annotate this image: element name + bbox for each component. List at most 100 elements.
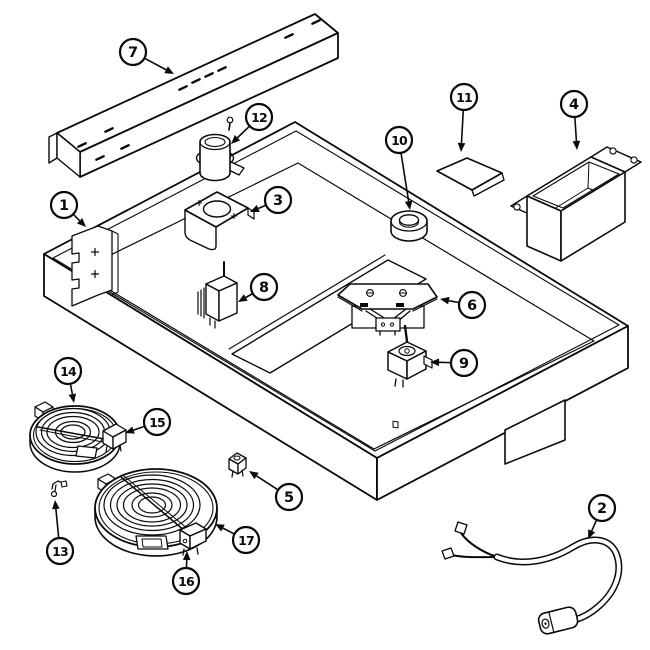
harness-lead — [460, 532, 498, 558]
bracket-screw — [195, 199, 203, 207]
callout-10-grommet: 10 — [384, 125, 414, 210]
callout-number: 8 — [259, 280, 269, 296]
bracket-screw — [399, 289, 407, 297]
callout-circle — [587, 493, 617, 523]
screw — [226, 116, 234, 131]
callout-leader-line — [72, 213, 81, 222]
callout-circle — [274, 482, 304, 512]
callout-12-receptacle-cup: 12 — [231, 102, 274, 144]
part-grommet — [390, 210, 428, 242]
plate-face — [436, 157, 503, 191]
callout-leader-line — [257, 204, 267, 210]
callout-number: 17 — [238, 533, 254, 548]
callout-number: 2 — [597, 501, 607, 517]
callout-11-cover-plate: 11 — [449, 82, 479, 152]
callout-14-surface-element-small: 14 — [53, 356, 83, 403]
bracket-clip-slot — [396, 303, 404, 307]
callout-circle — [53, 356, 83, 386]
callout-leader-line — [574, 116, 578, 142]
body-floor — [77, 162, 595, 450]
part-terminal-block — [197, 261, 238, 329]
body-floor-cutout — [228, 254, 427, 374]
bracket-clip-slot — [360, 303, 368, 307]
callout-number: 14 — [60, 364, 77, 379]
callout-number: 16 — [178, 574, 195, 589]
body-rim-lip — [52, 130, 620, 452]
part-element-bracket-large — [179, 522, 207, 556]
callout-2-wire-harness: 2 — [587, 493, 617, 539]
switch-side — [406, 350, 427, 380]
switch-window — [392, 420, 399, 429]
callout-circle — [45, 536, 75, 566]
callout-arrowhead — [125, 426, 135, 434]
callout-arrowhead — [404, 200, 413, 210]
body-bottom-tab — [504, 399, 566, 465]
bracket-hole — [202, 200, 232, 218]
callout-number: 10 — [391, 133, 408, 148]
element-terminal-bar — [37, 426, 111, 441]
callout-8-terminal-block: 8 — [238, 272, 279, 302]
part-junction-box — [510, 146, 642, 262]
part-burner-bracket — [184, 191, 255, 251]
panel-end-tab — [48, 132, 58, 164]
bracket-screw — [90, 269, 100, 279]
callout-leader-line — [55, 508, 60, 539]
callout-4-junction-box: 4 — [559, 89, 589, 150]
bracket-screw — [90, 247, 100, 257]
element-rim-side — [94, 507, 218, 557]
grommet-hole — [398, 214, 420, 226]
callout-leader-line — [460, 109, 465, 144]
clip-hole — [233, 455, 241, 461]
part-clip-small — [228, 452, 247, 478]
cup-body — [199, 133, 231, 182]
callout-13-wire-clip: 13 — [45, 500, 75, 566]
callout-circle — [384, 125, 414, 155]
callout-circle — [263, 185, 293, 215]
part-element-bracket-small — [102, 423, 127, 453]
callout-arrowhead — [457, 142, 466, 152]
callout-15-element-bracket-small: 15 — [125, 407, 172, 437]
harness-lead — [451, 554, 498, 559]
callout-number: 13 — [52, 544, 68, 559]
callout-number: 9 — [459, 356, 469, 372]
part-terminal-bracket — [337, 283, 438, 336]
callout-circle — [231, 525, 261, 555]
callout-6-terminal-bracket: 6 — [440, 290, 487, 320]
callout-circle — [49, 190, 79, 220]
part-main-body — [43, 121, 629, 501]
body-left-bracket — [71, 225, 119, 307]
callout-arrowhead — [52, 500, 60, 510]
callout-number: 7 — [128, 45, 138, 61]
callout-3-burner-bracket: 3 — [250, 185, 293, 215]
callout-arrowhead — [76, 217, 86, 227]
callout-circle — [457, 290, 487, 320]
part-wire-harness — [441, 521, 623, 635]
element-coil — [103, 474, 201, 536]
bracket-plate — [337, 283, 438, 310]
callout-arrowhead — [238, 294, 248, 302]
callout-number: 1 — [59, 198, 69, 214]
callout-arrowhead — [164, 66, 174, 74]
callout-1-main-top-body: 1 — [49, 190, 86, 227]
part-receptacle-cup — [195, 116, 245, 182]
harness-plug — [537, 606, 579, 635]
callout-number: 5 — [284, 490, 294, 506]
harness-connector — [441, 547, 455, 560]
bracket-base-box — [375, 317, 401, 332]
callout-number: 11 — [456, 90, 472, 105]
callout-9-infinite-switch: 9 — [430, 348, 479, 378]
callout-number: 3 — [273, 193, 283, 209]
switch-boss — [398, 345, 416, 357]
callout-arrowhead — [588, 529, 596, 539]
bracket-flange — [184, 209, 217, 251]
callout-leader-line — [69, 383, 74, 395]
switch-tab — [423, 355, 433, 369]
callout-arrowhead — [182, 551, 191, 561]
callout-7-control-panel-trim: 7 — [118, 37, 174, 74]
callout-circle — [249, 272, 279, 302]
callout-circle — [449, 348, 479, 378]
element-bottom-tab — [75, 445, 98, 459]
callout-number: 6 — [467, 298, 477, 314]
callout-leader-line — [256, 475, 279, 491]
